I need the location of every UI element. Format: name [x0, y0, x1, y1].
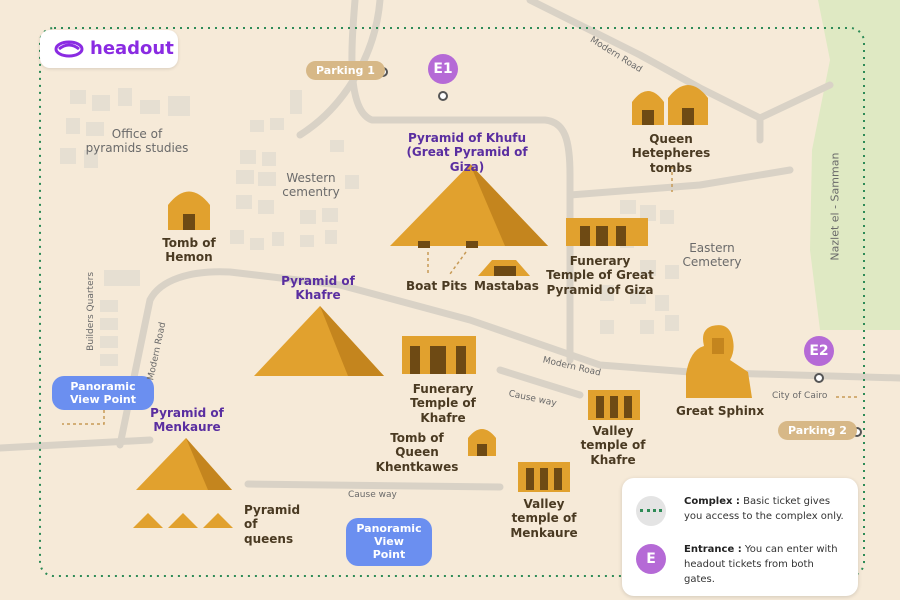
tomb-of-queen-khentkawes-icon: [468, 429, 496, 456]
complex-boundary: [39, 27, 865, 577]
eastern-cemetery-label: Eastern Cemetery: [682, 241, 742, 270]
cemetery-blocks: [60, 88, 679, 334]
cause-way-label-2: Cause way: [348, 490, 397, 500]
valley-temple-menkaure-label: Valley temple of Menkaure: [510, 497, 578, 540]
nazlet-el-samman-label: Nazlet el - Samman: [828, 152, 842, 261]
entrance-marker-icon: E: [636, 544, 666, 574]
headout-logo[interactable]: headout: [40, 30, 178, 68]
causeway-menkaure-road: [244, 480, 504, 491]
western-cemetery-label: Western cementry: [282, 171, 340, 200]
builders-quarters-blocks: [100, 270, 140, 366]
pyramid-of-khafre: [254, 306, 384, 376]
entrance-e1-marker[interactable]: E1: [428, 54, 458, 84]
panoramic-view-point-left[interactable]: Panoramic View Point: [52, 376, 154, 411]
legend-complex-description: Basic ticket gives you access to the com…: [684, 496, 844, 522]
legend-entrance-title: Entrance :: [684, 544, 742, 555]
tomb-of-hemon-icon: [168, 191, 210, 230]
complex-boundary-icon: [636, 496, 666, 526]
entrance-e2-marker[interactable]: E2: [804, 336, 834, 366]
modern-road-main: [116, 268, 900, 449]
road-left-west: [0, 436, 154, 452]
green-area: [810, 0, 900, 330]
great-sphinx-icon: [686, 325, 752, 398]
panoramic-view-point-bottom[interactable]: Panoramic View Point: [346, 518, 432, 566]
legend-complex-title: Complex :: [684, 496, 740, 507]
pyramid-of-queens-label: Pyramid of queens: [244, 503, 301, 546]
legend-entrance-text: Entrance : You can enter with headout ti…: [684, 542, 846, 587]
valley-temple-menkaure-icon: [518, 462, 570, 492]
map-legend: Complex : Basic ticket gives you access …: [622, 478, 858, 596]
pyramid-of-khafre-label: Pyramid of Khafre: [281, 274, 355, 303]
boat-pits-label: Boat Pits: [406, 279, 468, 293]
legend-entrance-description: You can enter with headout tickets from …: [684, 544, 838, 585]
legend-entrance-row: E Entrance : You can enter with headout …: [636, 542, 846, 585]
road-east: [566, 166, 794, 199]
legend-complex-text: Complex : Basic ticket gives you access …: [684, 494, 846, 524]
queen-hetepheres-tombs-label: Queen Hetepheres tombs: [631, 132, 711, 175]
funerary-temple-khafre-label: Funerary Temple of Khafre: [410, 382, 476, 425]
pyramid-of-menkaure-label: Pyramid of Menkaure: [150, 406, 224, 435]
legend-complex-row: Complex : Basic ticket gives you access …: [636, 494, 846, 534]
builders-quarters-label: Builders Quarters: [86, 271, 97, 351]
pyramid-of-queens-icons: [133, 513, 233, 528]
queen-hetepheres-tombs-icon: [632, 85, 708, 125]
tomb-of-queen-khentkawes-label: Tomb of Queen Khentkawes: [375, 431, 459, 474]
headout-logo-icon: [54, 40, 84, 58]
funerary-temple-great-pyramid-icon: [566, 218, 648, 246]
road-north: [296, 0, 384, 139]
office-of-pyramids-studies-label: Office of pyramids studies: [85, 127, 189, 156]
pyramid-of-menkaure: [136, 438, 232, 490]
parking-1-label[interactable]: Parking 1: [306, 61, 385, 80]
parking-2-label[interactable]: Parking 2: [778, 421, 857, 440]
city-of-cairo-label: City of Cairo: [772, 391, 828, 401]
mastabas-label: Mastabas: [474, 279, 539, 293]
brand-name: headout: [90, 38, 174, 59]
mastabas-icon: [478, 260, 530, 276]
pyramid-of-khufu-label: Pyramid of Khufu (Great Pyramid of Giza): [406, 131, 528, 174]
great-sphinx-label: Great Sphinx: [676, 404, 765, 418]
causeway-khafre-road: [496, 366, 584, 399]
modern-road-top: [526, 0, 834, 122]
funerary-temple-great-pyramid-label: Funerary Temple of Great Pyramid of Giza: [546, 254, 654, 297]
pyramid-of-khufu: [390, 164, 548, 248]
funerary-temple-khafre-icon: [402, 336, 476, 374]
tomb-of-hemon-label: Tomb of Hemon: [162, 236, 216, 265]
valley-temple-khafre-label: Valley temple of Khafre: [580, 424, 646, 467]
road-khufu-loop: [348, 0, 574, 364]
valley-temple-khafre-icon: [588, 390, 640, 420]
